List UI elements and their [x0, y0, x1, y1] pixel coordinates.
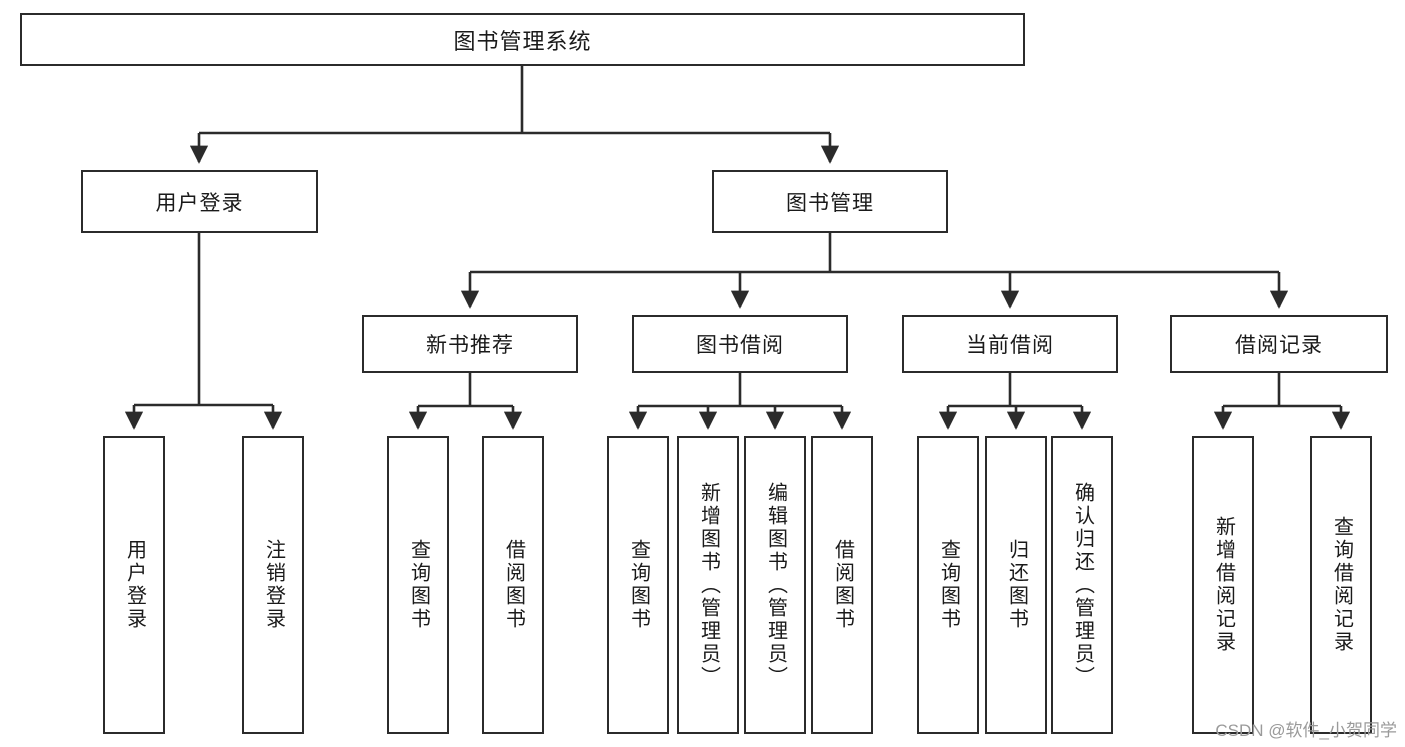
node-leaf-query-record[interactable]: 查询借阅记录 [1310, 436, 1372, 734]
node-leaf-confirm-return[interactable]: 确认归还（管理员） [1051, 436, 1113, 734]
node-current-borrow[interactable]: 当前借阅 [902, 315, 1118, 373]
node-leaf-logout-label: 注销登录 [262, 539, 285, 631]
node-user-login-label: 用户登录 [155, 191, 244, 215]
node-leaf-edit-book-label: 编辑图书（管理员） [764, 481, 787, 689]
node-leaf-query-record-label: 查询借阅记录 [1330, 516, 1353, 654]
node-leaf-add-record[interactable]: 新增借阅记录 [1192, 436, 1254, 734]
node-new-book-rec-label: 新书推荐 [426, 334, 514, 357]
node-leaf-query-book-2-label: 查询图书 [627, 539, 650, 631]
node-leaf-query-book-3-label: 查询图书 [937, 539, 960, 631]
node-leaf-query-book-1-label: 查询图书 [407, 539, 430, 631]
node-leaf-add-record-label: 新增借阅记录 [1212, 516, 1235, 654]
node-user-login[interactable]: 用户登录 [81, 170, 318, 233]
node-leaf-return-book-label: 归还图书 [1005, 539, 1028, 631]
node-book-manage[interactable]: 图书管理 [712, 170, 948, 233]
csdn-watermark: CSDN @软件_小贺同学 [1215, 721, 1397, 740]
node-borrow-record-label: 借阅记录 [1235, 334, 1323, 357]
node-borrow-record[interactable]: 借阅记录 [1170, 315, 1388, 373]
node-leaf-query-book-3[interactable]: 查询图书 [917, 436, 979, 734]
node-current-borrow-label: 当前借阅 [966, 334, 1054, 357]
node-leaf-borrow-book-1[interactable]: 借阅图书 [482, 436, 544, 734]
node-leaf-user-login[interactable]: 用户登录 [103, 436, 165, 734]
node-leaf-user-login-label: 用户登录 [123, 539, 146, 631]
node-leaf-add-book-label: 新增图书（管理员） [697, 481, 720, 689]
node-leaf-borrow-book-2-label: 借阅图书 [831, 539, 854, 631]
node-book-borrow-label: 图书借阅 [696, 334, 784, 357]
node-root-label: 图书管理系统 [453, 28, 592, 54]
node-leaf-return-book[interactable]: 归还图书 [985, 436, 1047, 734]
node-book-borrow[interactable]: 图书借阅 [632, 315, 848, 373]
node-leaf-edit-book[interactable]: 编辑图书（管理员） [744, 436, 806, 734]
node-book-manage-label: 图书管理 [786, 191, 874, 215]
node-leaf-query-book-2[interactable]: 查询图书 [607, 436, 669, 734]
node-leaf-logout[interactable]: 注销登录 [242, 436, 304, 734]
node-leaf-query-book-1[interactable]: 查询图书 [387, 436, 449, 734]
node-new-book-rec[interactable]: 新书推荐 [362, 315, 578, 373]
node-leaf-add-book[interactable]: 新增图书（管理员） [677, 436, 739, 734]
node-leaf-borrow-book-1-label: 借阅图书 [502, 539, 525, 631]
node-leaf-borrow-book-2[interactable]: 借阅图书 [811, 436, 873, 734]
node-leaf-confirm-return-label: 确认归还（管理员） [1071, 481, 1094, 689]
node-root[interactable]: 图书管理系统 [20, 13, 1025, 66]
